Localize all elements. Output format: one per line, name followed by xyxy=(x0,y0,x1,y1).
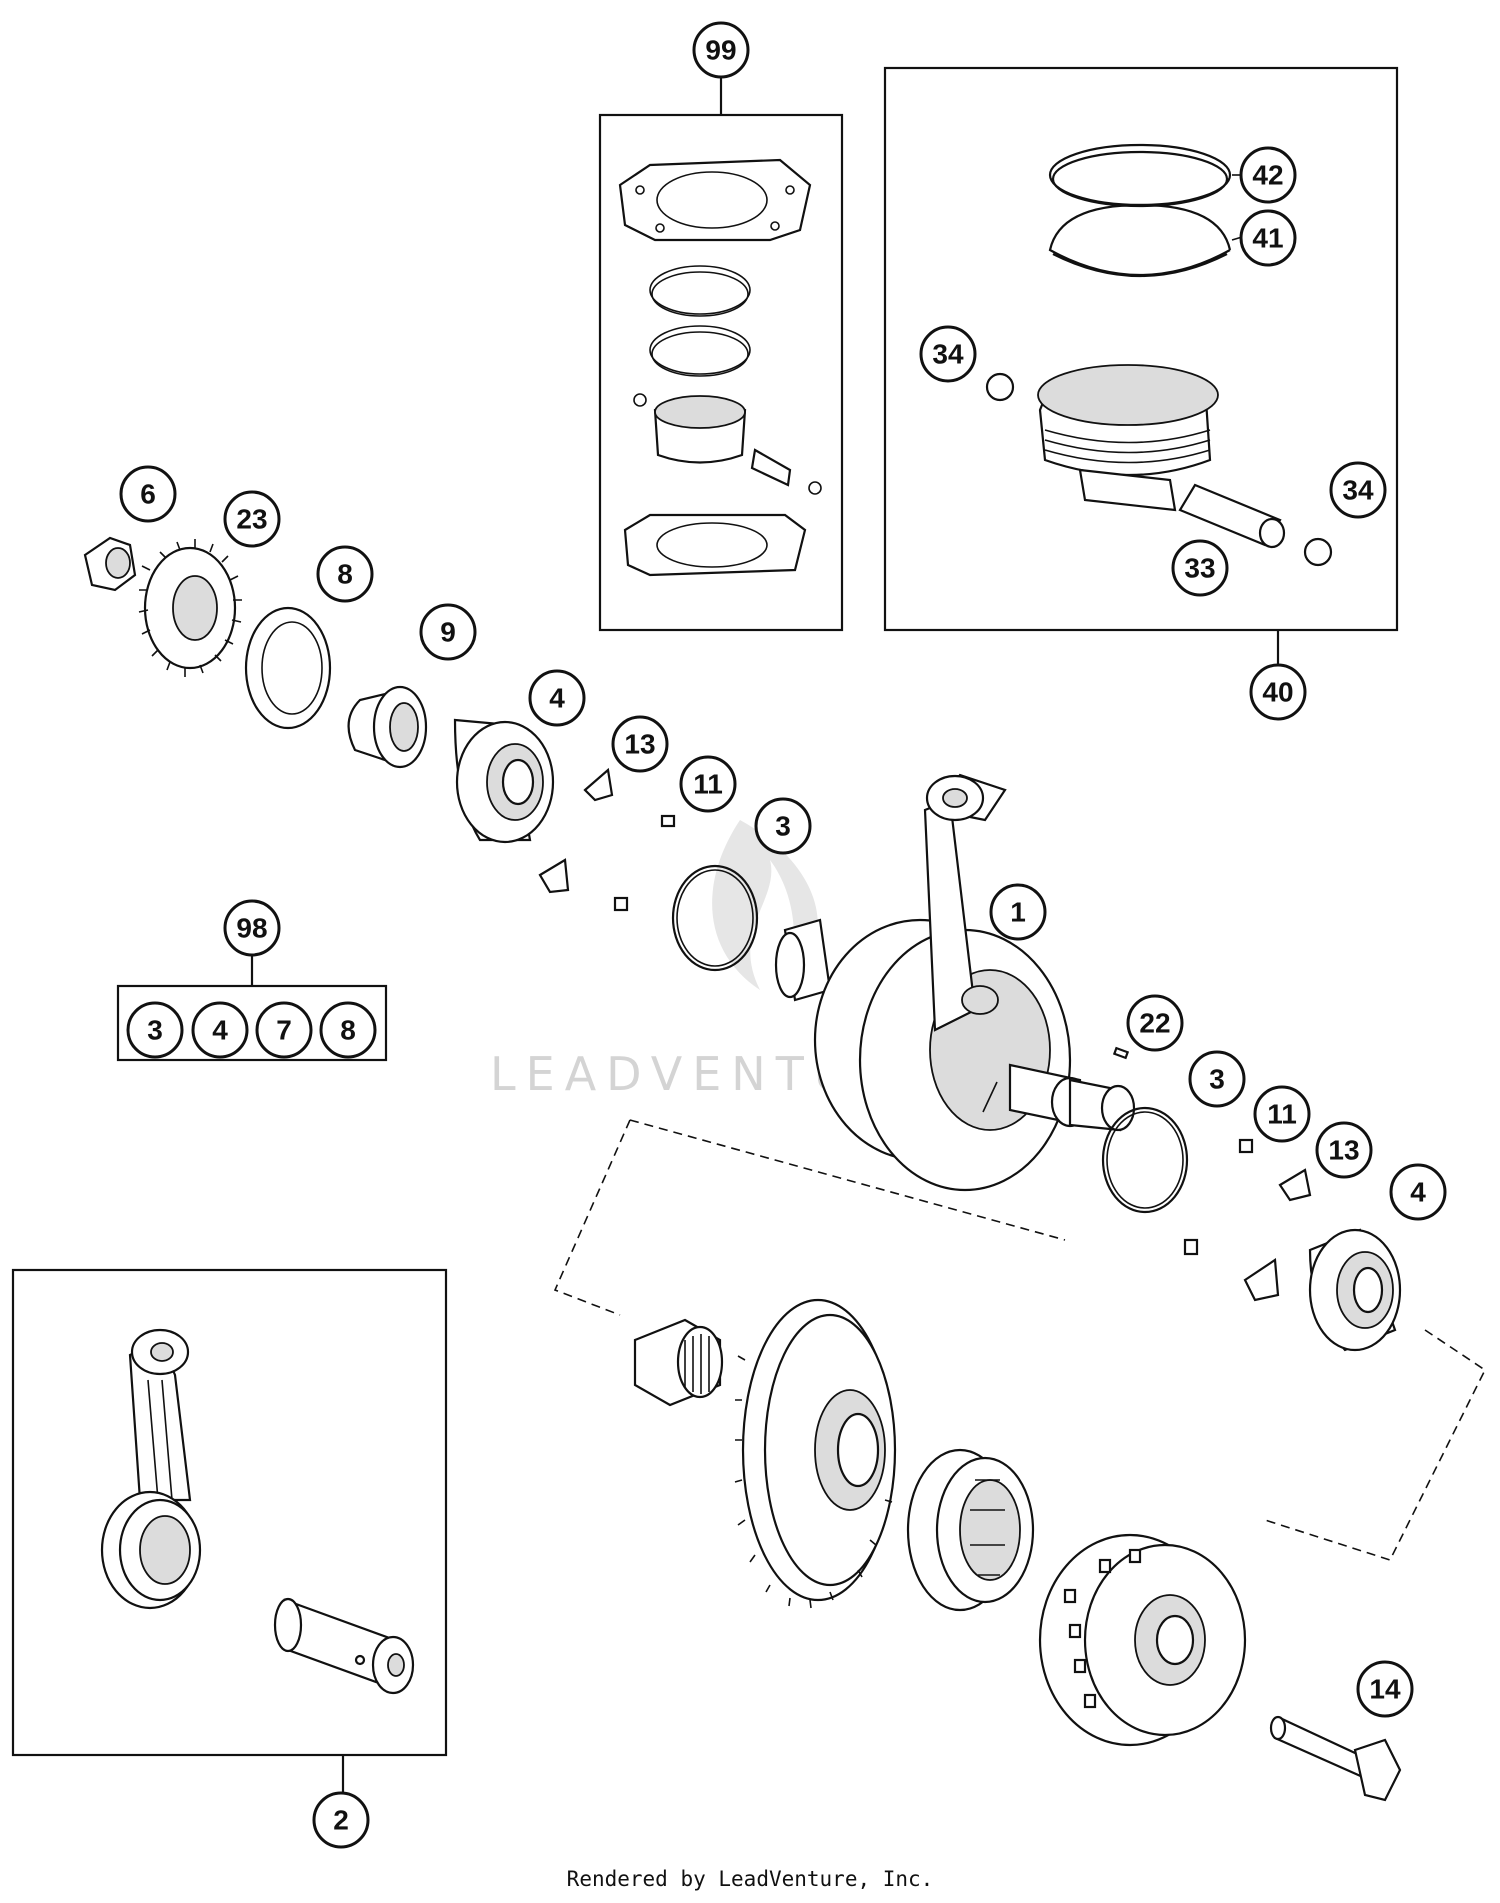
callout-33[interactable]: 33 xyxy=(1171,539,1229,597)
connecting-rod xyxy=(100,1328,202,1610)
svg-text:4: 4 xyxy=(549,683,565,714)
svg-text:42: 42 xyxy=(1252,160,1283,191)
kit-99-box xyxy=(598,78,844,632)
svg-text:9: 9 xyxy=(440,617,456,648)
shim-3-left xyxy=(671,864,759,972)
piston xyxy=(1037,364,1219,512)
bearing-4-left xyxy=(453,718,555,844)
svg-text:23: 23 xyxy=(236,504,267,535)
callout-13-right[interactable]: 13 xyxy=(1315,1121,1373,1179)
svg-text:41: 41 xyxy=(1252,223,1283,254)
svg-text:22: 22 xyxy=(1139,1008,1170,1039)
svg-text:99: 99 xyxy=(705,35,736,66)
svg-text:6: 6 xyxy=(140,479,156,510)
small-piston xyxy=(653,395,792,487)
callout-41[interactable]: 41 xyxy=(1239,209,1297,267)
nut-6 xyxy=(83,536,137,592)
callout-6[interactable]: 6 xyxy=(119,465,177,523)
callout-2[interactable]: 2 xyxy=(312,1791,370,1849)
crank-pin xyxy=(273,1597,415,1695)
svg-text:7: 7 xyxy=(276,1015,292,1046)
svg-text:34: 34 xyxy=(1342,475,1374,506)
callout-42[interactable]: 42 xyxy=(1239,146,1297,204)
callout-34-top[interactable]: 34 xyxy=(919,325,977,383)
callout-34-right[interactable]: 34 xyxy=(1329,461,1387,519)
svg-text:8: 8 xyxy=(340,1015,356,1046)
gear-23 xyxy=(138,539,242,677)
callout-98[interactable]: 98 xyxy=(223,899,281,957)
footer-credit: Rendered by LeadVenture, Inc. xyxy=(567,1867,934,1891)
callout-13-left[interactable]: 13 xyxy=(611,715,669,773)
callout-99[interactable]: 99 xyxy=(692,21,750,79)
kit-98-item-4[interactable]: 8 xyxy=(319,1001,377,1059)
needle-bearing xyxy=(633,1318,724,1407)
svg-text:98: 98 xyxy=(236,913,267,944)
kit-98-item-1[interactable]: 3 xyxy=(126,1001,184,1059)
seal-8 xyxy=(244,606,332,730)
base-gasket xyxy=(623,513,807,577)
callout-14[interactable]: 14 xyxy=(1356,1660,1414,1718)
kit-40-box xyxy=(883,66,1399,668)
piston-pin xyxy=(1178,483,1286,549)
svg-text:14: 14 xyxy=(1369,1674,1401,1705)
head-gasket xyxy=(618,158,812,242)
svg-text:11: 11 xyxy=(1267,1099,1297,1130)
svg-text:2: 2 xyxy=(333,1805,349,1836)
key-22 xyxy=(1112,1046,1130,1060)
callout-8[interactable]: 8 xyxy=(316,545,374,603)
callout-4-left[interactable]: 4 xyxy=(528,669,586,727)
screw-11-right xyxy=(1183,1138,1254,1256)
svg-text:11: 11 xyxy=(693,769,723,800)
bushing-9 xyxy=(347,685,428,769)
svg-text:4: 4 xyxy=(212,1015,228,1046)
callout-40[interactable]: 40 xyxy=(1249,663,1307,721)
callout-3-left[interactable]: 3 xyxy=(754,797,812,855)
kit-98-item-2[interactable]: 4 xyxy=(191,1001,249,1059)
callout-4-right[interactable]: 4 xyxy=(1389,1163,1447,1221)
svg-text:1: 1 xyxy=(1010,897,1026,928)
svg-text:33: 33 xyxy=(1184,553,1215,584)
svg-text:13: 13 xyxy=(1328,1135,1359,1166)
shim-3-right xyxy=(1101,1106,1189,1214)
callout-3-right[interactable]: 3 xyxy=(1188,1050,1246,1108)
callout-22[interactable]: 22 xyxy=(1126,994,1184,1052)
callout-23[interactable]: 23 xyxy=(223,490,281,548)
flywheel-hub xyxy=(1038,1533,1247,1747)
callout-11-left[interactable]: 11 xyxy=(679,755,737,813)
callout-9[interactable]: 9 xyxy=(419,603,477,661)
crankshaft xyxy=(774,773,1136,1192)
dashed-group-outline xyxy=(553,1119,1487,1561)
piston-ring-41 xyxy=(1048,203,1232,278)
svg-text:40: 40 xyxy=(1262,677,1293,708)
piston-ring-42 xyxy=(1048,143,1232,208)
starter-gear xyxy=(734,1298,897,1609)
svg-text:3: 3 xyxy=(775,811,791,842)
freewheel xyxy=(906,1448,1035,1612)
kit-98-item-3[interactable]: 7 xyxy=(255,1001,313,1059)
plate-13-left xyxy=(538,767,614,894)
bolt-14 xyxy=(1269,1715,1402,1802)
callout-11-right[interactable]: 11 xyxy=(1253,1085,1311,1143)
callout-1[interactable]: 1 xyxy=(989,883,1047,941)
kit-2-box xyxy=(11,1268,448,1800)
svg-text:3: 3 xyxy=(147,1015,163,1046)
svg-text:13: 13 xyxy=(624,729,655,760)
svg-text:34: 34 xyxy=(932,339,964,370)
svg-text:3: 3 xyxy=(1209,1064,1225,1095)
svg-text:4: 4 xyxy=(1410,1177,1426,1208)
screw-11-left xyxy=(613,814,676,912)
bearing-4-right xyxy=(1308,1228,1402,1352)
svg-text:8: 8 xyxy=(337,559,353,590)
plate-13-right xyxy=(1243,1168,1312,1302)
